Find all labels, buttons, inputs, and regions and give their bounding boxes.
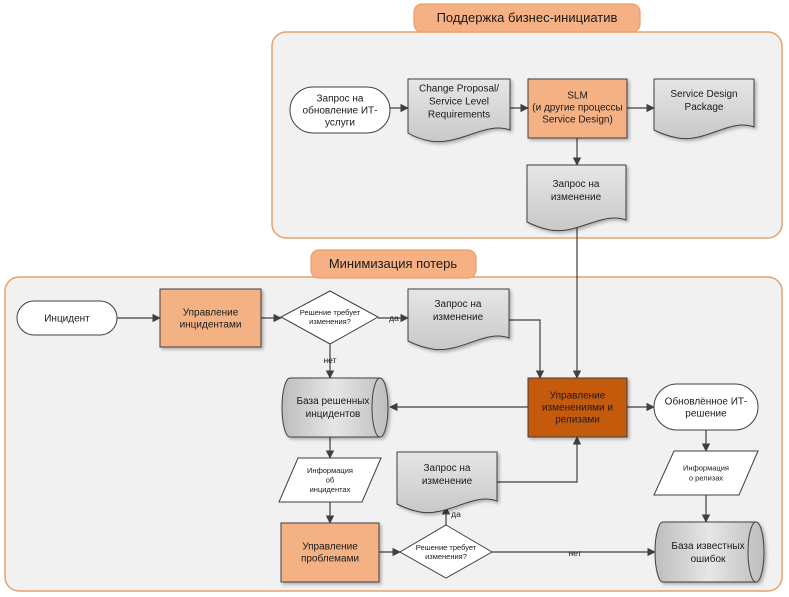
node-text-line: релизами [555, 415, 600, 426]
node-text-line: инцидентов [306, 409, 361, 420]
node-text-line: Информация [683, 464, 729, 473]
node-text-line: проблемами [301, 553, 359, 565]
database-resolved-incidents-text: База решенных инцидентов [297, 396, 370, 420]
document-change-request-middle-text: Запрос на изменение [433, 299, 484, 323]
tab-business-initiatives-title: Поддержка бизнес-инициатив [437, 10, 618, 25]
tab-loss-minimization: Минимизация потерь [310, 249, 477, 279]
node-text-line: База решенных [297, 396, 370, 407]
document-change-request-top-text: Запрос на изменение [551, 179, 602, 203]
node-text-line: Решение требует [416, 543, 477, 552]
node-text-line: Инцидент [44, 314, 90, 325]
node-text-line: изменение [433, 312, 484, 323]
node-text-line: Service Level [429, 97, 489, 108]
node-text-line: услуги [325, 118, 355, 129]
node-text-line: Package [685, 102, 724, 113]
node-text-line: Управление [183, 308, 239, 319]
node-text-line: Service Design) [542, 115, 613, 126]
document-change-request-top[interactable]: Запрос на изменение [526, 164, 627, 232]
node-text-line: Запрос на [423, 463, 470, 474]
node-text-line: об [326, 476, 334, 485]
label-no-top: нет [323, 355, 336, 365]
terminal-incident[interactable]: Инцидент [16, 300, 118, 336]
node-text-line: изменение [422, 476, 473, 487]
node-text-line: изменениями и [542, 403, 613, 414]
connectors [117, 103, 711, 557]
node-text-line: (и другие процессы [532, 103, 622, 114]
database-resolved-incidents[interactable]: База решенных инцидентов [281, 377, 389, 438]
node-text-line: о релизах [689, 474, 724, 483]
label-yes-bottom: да [451, 509, 461, 519]
connector-request-bottom-to-change-mgmt [497, 436, 582, 483]
label-yes-top: да [389, 313, 399, 323]
node-text-line: изменения? [309, 317, 351, 326]
node-text-line: обновление ИТ- [303, 105, 378, 117]
terminal-updated-it-solution-text: Обновлённое ИТ-решение [665, 396, 748, 420]
node-text-line: Requirements [428, 110, 490, 121]
terminal-updated-it-solution[interactable]: Обновлённое ИТ-решение [653, 383, 759, 431]
node-text-line: Информация [307, 466, 353, 475]
document-change-request-bottom[interactable]: Запрос на изменение [396, 451, 498, 514]
node-text-line: База известных [671, 541, 744, 552]
node-text-line: Управление [550, 391, 606, 402]
terminal-incident-text: Инцидент [44, 314, 90, 325]
node-text-line: ошибок [691, 553, 726, 565]
node-text-line: Управление [302, 542, 358, 553]
node-text-line: Обновлённое ИТ- [665, 396, 748, 408]
node-text-line: решение [685, 409, 727, 420]
node-text-line: инцидентами [180, 320, 242, 331]
node-text-line: изменение [551, 192, 602, 203]
node-text-line: SLM [567, 91, 588, 102]
document-change-request-middle[interactable]: Запрос на изменение [407, 288, 510, 351]
tab-business-initiatives: Поддержка бизнес-инициатив [413, 3, 641, 33]
document-change-request-bottom-text: Запрос на изменение [422, 463, 473, 487]
node-text-line: Решение требует [300, 308, 361, 317]
connector-request-to-change-mgmt [509, 319, 545, 379]
tab-loss-minimization-title: Минимизация потерь [329, 256, 458, 271]
node-text-line: Запрос на [316, 94, 363, 105]
node-text-line: Change Proposal/ [419, 84, 499, 95]
node-text-line: Service Design [670, 89, 737, 100]
node-text-line: инцидентах [310, 485, 351, 494]
node-text-line: изменения? [425, 552, 467, 561]
label-no-bottom: нет [568, 548, 581, 558]
node-text-line: Запрос на [434, 299, 481, 310]
node-text-line: Запрос на [552, 179, 599, 190]
